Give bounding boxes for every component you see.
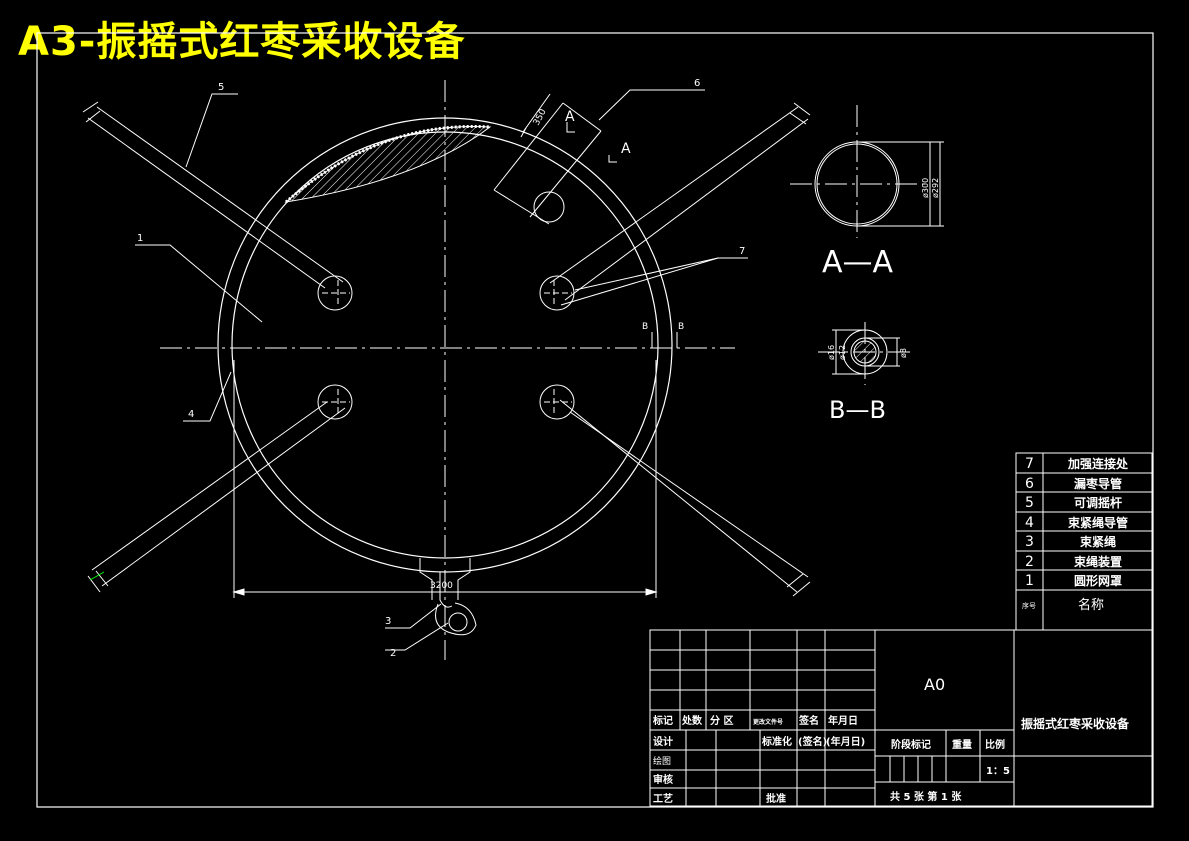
parts-row-no: 2	[1025, 554, 1034, 570]
dim-aa-outer: ø300	[921, 178, 930, 198]
callout-6: 6	[694, 78, 700, 89]
leader-lines	[135, 89, 748, 651]
tb-process: 工艺	[653, 792, 673, 805]
parts-row-no: 6	[1025, 476, 1034, 492]
dim-aa-inner: ø292	[931, 178, 940, 198]
tb-date-paren: (年月日)	[826, 735, 865, 748]
parts-row-name: 束绳装置	[1073, 554, 1122, 569]
width-dimension	[232, 360, 658, 598]
parts-row-no: 4	[1025, 515, 1034, 531]
callout-5: 5	[218, 82, 224, 93]
tb-check: 审核	[653, 773, 673, 786]
dim-width: 3200	[430, 581, 453, 591]
parts-list	[1015, 452, 1153, 631]
parts-row-name: 束紧绳	[1079, 534, 1116, 549]
tb-stage-mark: 阶段标记	[891, 738, 931, 751]
title-block	[649, 629, 1153, 807]
callout-1: 1	[137, 233, 143, 244]
parts-row-no: 3	[1025, 534, 1034, 550]
parts-list-rows: 7 加强连接处 6 漏枣导管 5 可调摇杆 4 束紧绳导管 3 束紧绳 2 束绳装置 1 圆形网罩	[1025, 456, 1129, 589]
dim-bb-d2: ø12	[838, 345, 847, 360]
drawing-title: A3-振摇式红枣采收设备	[18, 19, 466, 65]
section-aa-view	[790, 105, 944, 238]
tb-sheet-size: A0	[924, 675, 945, 694]
callout-3: 3	[385, 616, 391, 627]
revision-header-cell: 更改文件号	[753, 718, 783, 726]
rocker-arms	[82, 101, 811, 597]
tb-drawing-name: 振摇式红枣采收设备	[1021, 716, 1130, 731]
dim-bb-d3: ø8	[899, 348, 908, 358]
dim-bb-d1: ø16	[827, 345, 836, 360]
reinforced-hatch	[284, 125, 492, 203]
drop-pipe	[493, 93, 602, 225]
drawing-frame	[36, 32, 1154, 808]
parts-header-no: 序号	[1022, 601, 1036, 610]
parts-row-no: 5	[1025, 495, 1034, 511]
section-a-upper: A	[565, 109, 575, 125]
callout-4: 4	[188, 409, 194, 420]
section-bb-view	[818, 322, 910, 385]
section-a-lower: A	[621, 141, 631, 157]
tb-scale-value: 1：5	[986, 766, 1010, 777]
tb-design: 设计	[653, 735, 673, 748]
callout-2: 2	[390, 648, 396, 659]
revision-header-row: 标记处数分 区 更改文件号 签名年月日	[652, 714, 858, 727]
rope-device	[419, 558, 477, 636]
centerlines	[160, 80, 735, 660]
accent-mark	[89, 571, 105, 581]
section-b-left: B	[642, 322, 648, 332]
section-b-markers	[651, 332, 678, 348]
revision-header-cell: 年月日	[828, 714, 858, 727]
section-b-right: B	[678, 322, 684, 332]
parts-row-no: 7	[1025, 456, 1034, 472]
tb-sign-paren: (签名)	[798, 735, 827, 748]
tb-scale-label: 比例	[985, 738, 1005, 751]
revision-header-cell: 标记	[652, 714, 673, 727]
callout-7: 7	[739, 246, 745, 257]
parts-row-name: 加强连接处	[1067, 456, 1129, 471]
revision-header-cell: 签名	[798, 714, 819, 727]
parts-row-name: 圆形网罩	[1074, 574, 1122, 588]
revision-header-cell: 处数	[681, 714, 703, 727]
tb-standardize: 标准化	[761, 735, 792, 748]
parts-header-name: 名称	[1078, 597, 1104, 613]
parts-row-no: 1	[1025, 573, 1034, 589]
parts-row-name: 可调摇杆	[1074, 495, 1122, 510]
parts-row-name: 漏枣导管	[1074, 476, 1122, 491]
section-bb-label: B—B	[829, 396, 886, 424]
parts-row-name: 束紧绳导管	[1067, 515, 1128, 530]
tb-weight: 重量	[952, 738, 972, 751]
tb-draw: 绘图	[653, 755, 671, 767]
section-aa-label: A—A	[822, 245, 894, 280]
tb-sheets: 共 5 张 第 1 张	[890, 790, 962, 803]
hub-circles	[317, 275, 575, 420]
section-a-markers	[566, 122, 617, 163]
revision-header-cell: 分 区	[710, 714, 733, 727]
tb-approve: 批准	[766, 792, 786, 805]
